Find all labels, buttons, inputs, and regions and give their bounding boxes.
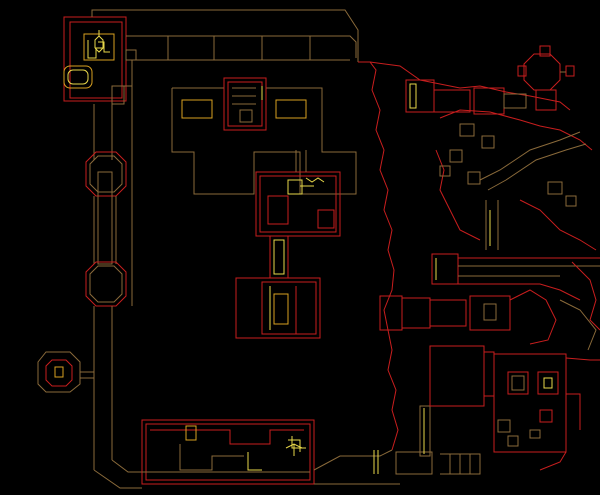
top-left-room [63, 16, 127, 105]
upper-center-building [171, 77, 357, 195]
right-corridor [431, 253, 600, 331]
central-connector [269, 235, 289, 279]
key-icon [94, 30, 104, 53]
central-room-2 [235, 277, 321, 339]
bottom-room [141, 419, 315, 485]
bottom-right-building [429, 345, 600, 475]
left-octagon-room [37, 351, 94, 393]
top-corridor [91, 9, 359, 62]
arrow-icon [285, 443, 303, 456]
left-corridor [85, 104, 142, 489]
central-room-1 [255, 150, 341, 237]
main-courtyard [111, 60, 399, 451]
right-middle-hall [379, 289, 597, 351]
right-caves [369, 45, 597, 251]
bottom-corridor [313, 405, 433, 485]
